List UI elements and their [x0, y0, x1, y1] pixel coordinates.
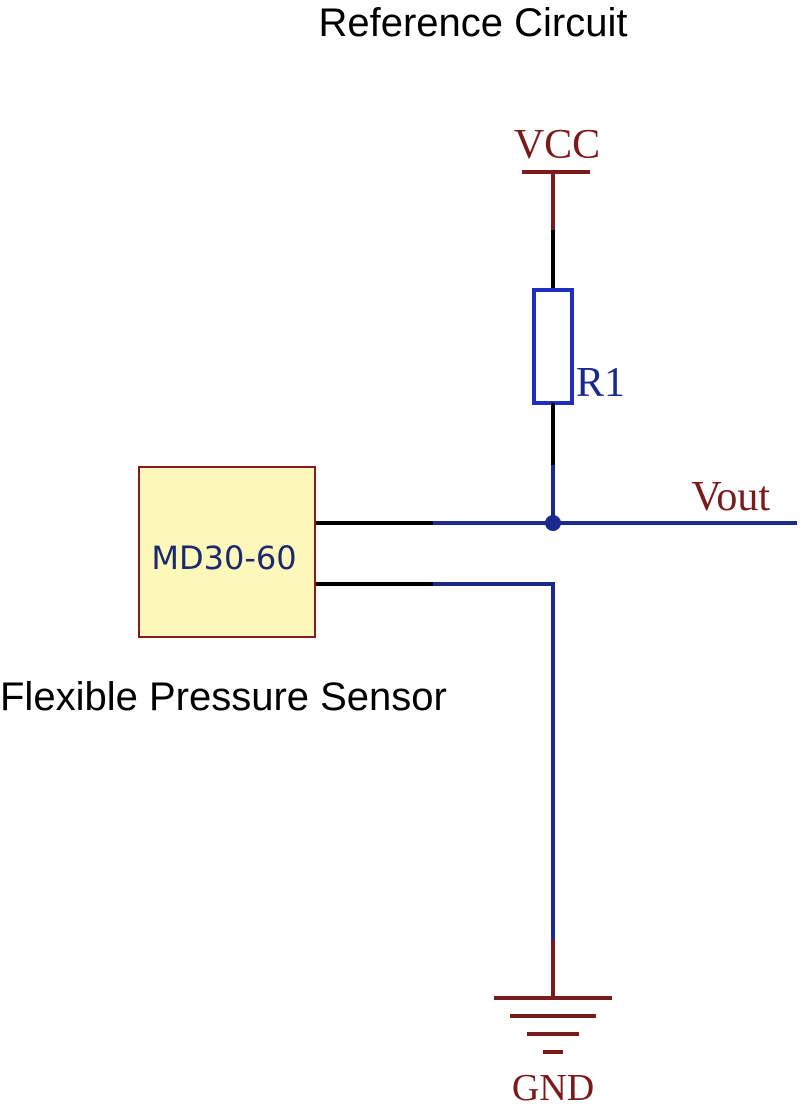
- sensor-caption: Flexible Pressure Sensor: [0, 675, 447, 719]
- sensor-part-label: MD30-60: [151, 539, 296, 577]
- gnd-net-wire: [433, 582, 555, 940]
- sensor-md30-60: [138, 466, 316, 638]
- vout-label: Vout: [691, 474, 770, 520]
- resistor-label: R1: [576, 360, 625, 406]
- diagram-title: Reference Circuit: [318, 1, 627, 45]
- junction-node: [545, 515, 561, 531]
- vcc-label: VCC: [514, 122, 600, 168]
- resistor-r1: [532, 288, 574, 405]
- gnd-label: GND: [512, 1067, 594, 1108]
